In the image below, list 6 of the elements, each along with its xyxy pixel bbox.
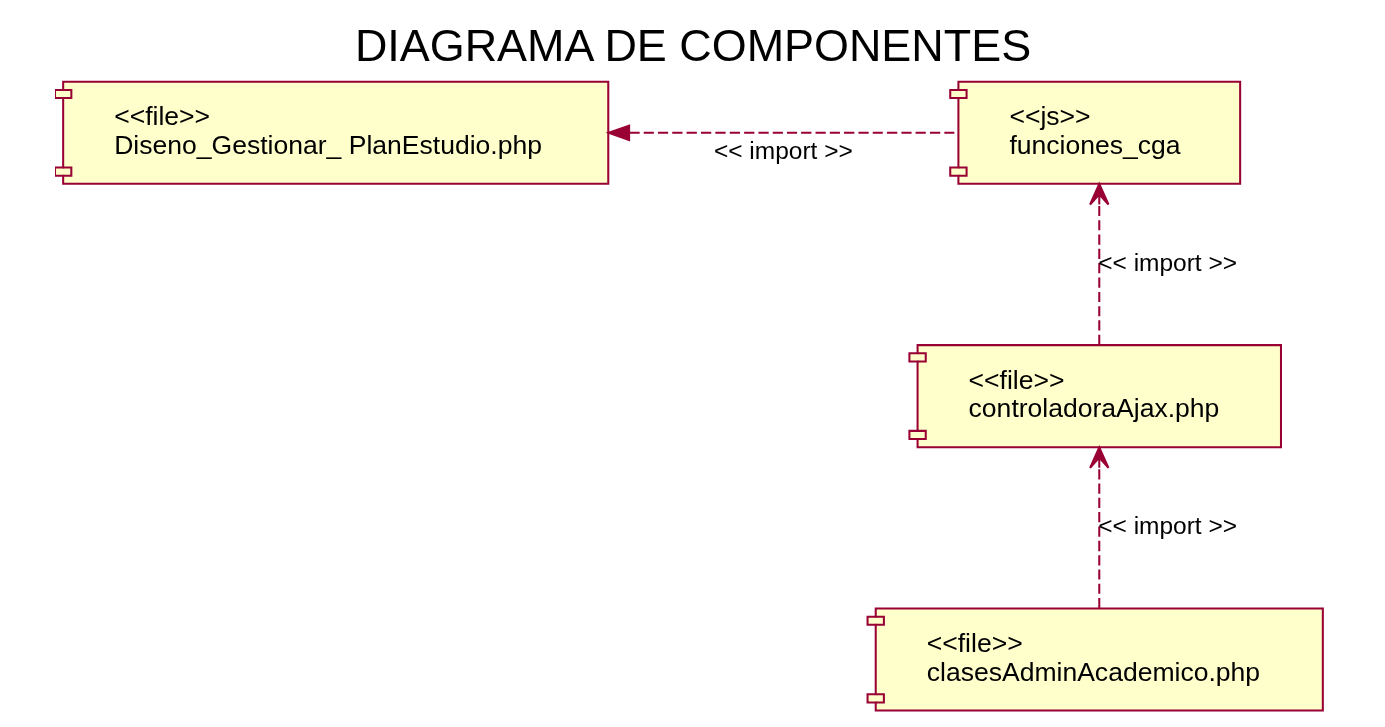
edge-label: << import >> bbox=[1097, 512, 1237, 540]
arrow bbox=[1088, 446, 1109, 609]
arrow bbox=[1088, 183, 1109, 345]
diagram-title: DIAGRAMA DE COMPONENTES bbox=[354, 19, 1031, 71]
edge-label: << import >> bbox=[1097, 248, 1237, 276]
edge-label: << import >> bbox=[713, 136, 853, 164]
